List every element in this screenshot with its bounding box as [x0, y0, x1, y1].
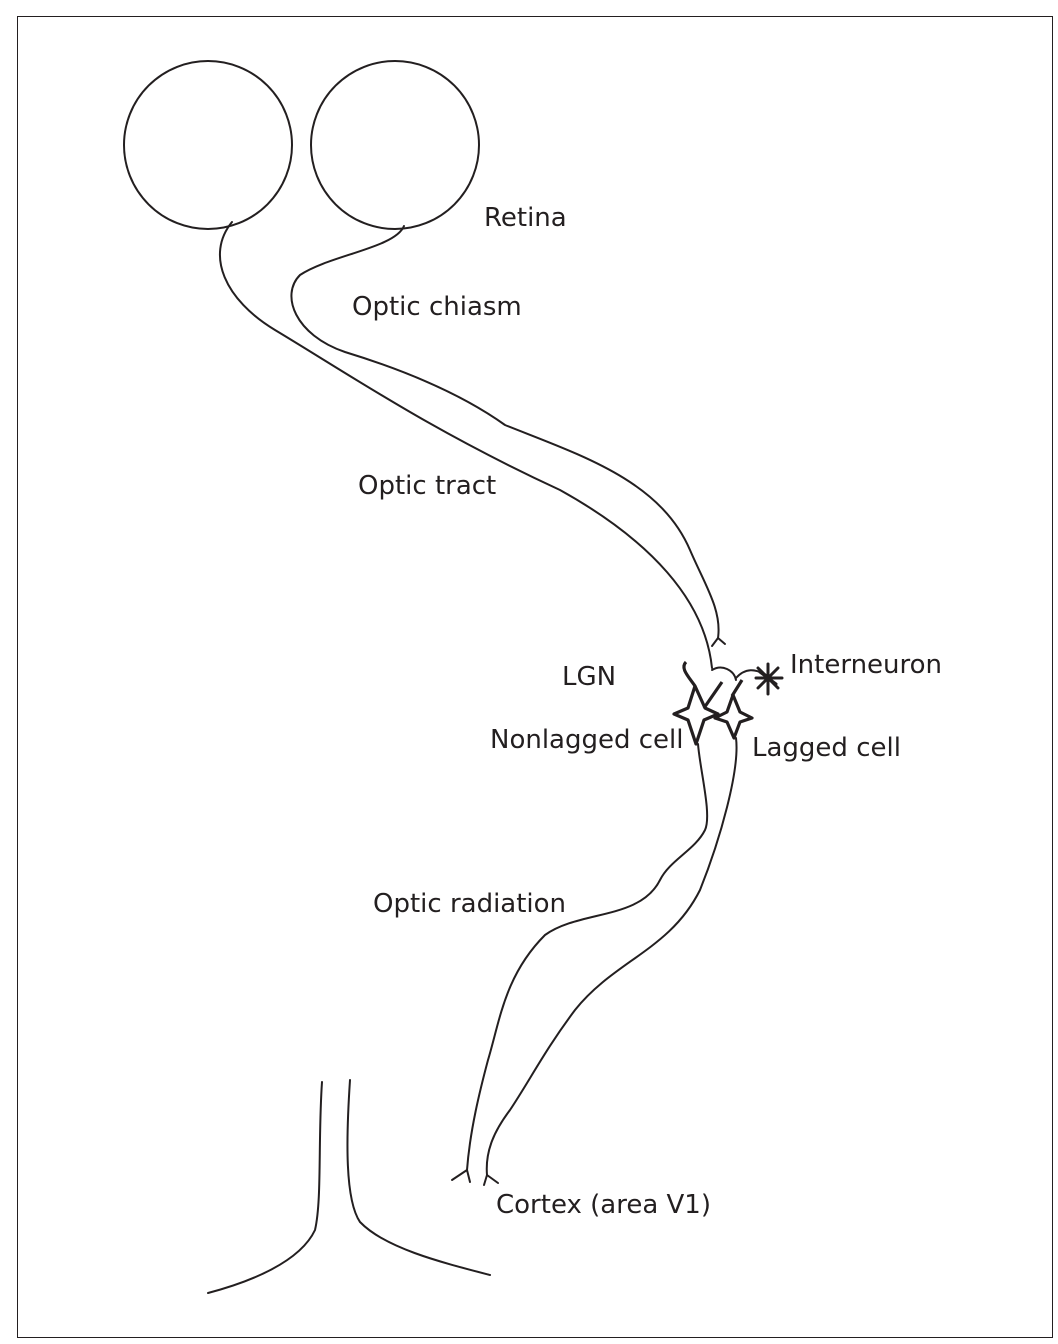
- nonlagged-cell-label: Nonlagged cell: [490, 725, 684, 755]
- optic-radiation-label: Optic radiation: [373, 889, 567, 919]
- right-eye-fiber: [290, 225, 720, 639]
- lagged-axon: [485, 737, 738, 1176]
- left-eye-fiber: [218, 221, 713, 669]
- nonlagged-cell-dendrite: [682, 660, 697, 687]
- cortex-left-wall: [207, 1081, 323, 1294]
- lgn-label: LGN: [562, 662, 617, 692]
- lgn-connection: [711, 666, 737, 681]
- optic-chiasm-label: Optic chiasm: [352, 292, 522, 322]
- nonlagged-axon: [466, 743, 709, 1171]
- fiber-terminal: [711, 637, 726, 647]
- cortex-right-wall: [346, 1079, 491, 1276]
- optic-tract-label: Optic tract: [358, 471, 497, 501]
- cortex-label: Cortex (area V1): [496, 1190, 711, 1220]
- lagged-cell-body: [713, 693, 754, 740]
- retina-label: Retina: [484, 203, 567, 233]
- nonlagged-cell-dendrite-2: [702, 681, 724, 709]
- interneuron-body: [754, 662, 784, 696]
- nonlagged-cell-body: [672, 684, 720, 746]
- left-eye: [123, 60, 293, 230]
- nonlagged-axon-terminal: [451, 1169, 471, 1183]
- interneuron-label: Interneuron: [790, 650, 943, 680]
- lagged-cell-label: Lagged cell: [752, 733, 901, 763]
- figure-frame: [17, 16, 1053, 1338]
- lagged-axon-terminal: [483, 1174, 499, 1186]
- lagged-cell-dendrite: [730, 679, 744, 697]
- right-eye: [310, 60, 480, 230]
